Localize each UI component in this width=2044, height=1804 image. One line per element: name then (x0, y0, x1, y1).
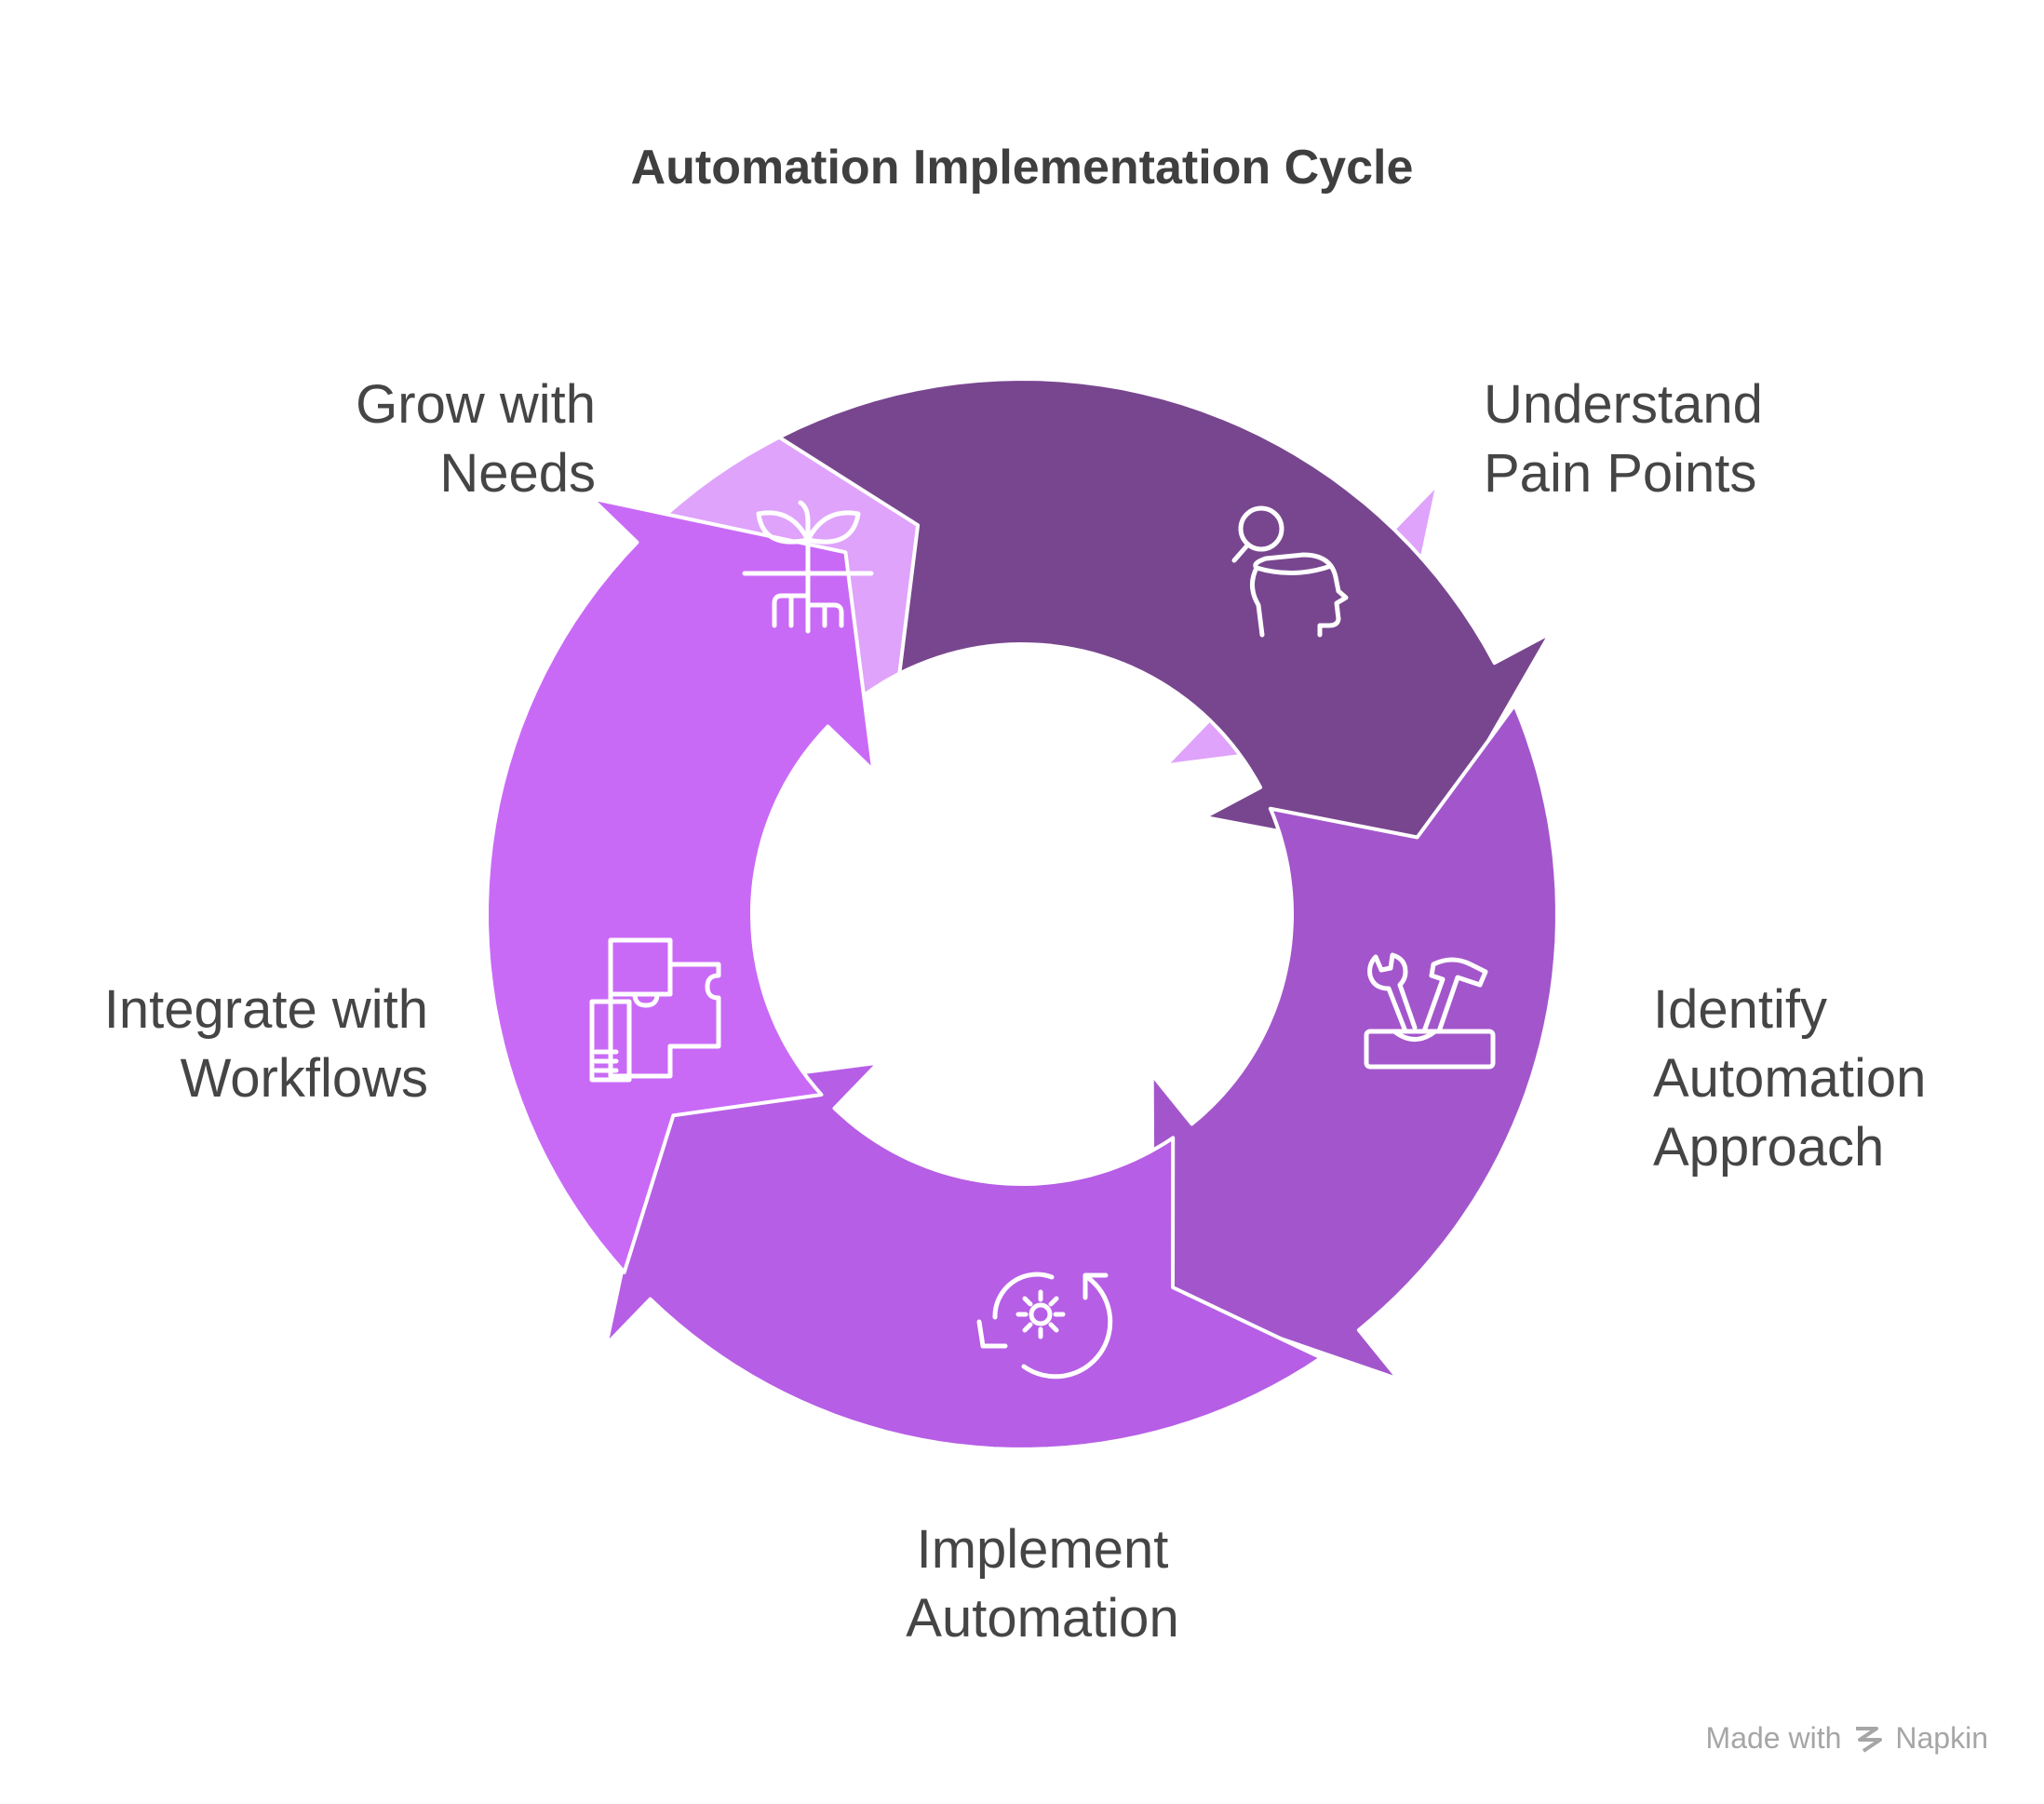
stage-label-integrate: Integrate with Workflows (56, 976, 428, 1113)
arrow-segment-identify (1150, 703, 1559, 1381)
stage-label-understand: Understand Pain Points (1484, 370, 1763, 508)
stage-label-line: Grow with (356, 374, 596, 435)
stage-label-identify: Identify Automation Approach (1653, 976, 1926, 1182)
stage-label-implement: Implement Automation (763, 1515, 1322, 1653)
stage-label-grow: Grow with Needs (279, 370, 596, 508)
stage-label-line: Identify (1653, 979, 1827, 1040)
puzzle-documents-icon (589, 937, 721, 1083)
sprout-roots-icon (742, 500, 874, 634)
footer-brand: Napkin (1895, 1721, 1988, 1755)
footer-prefix: Made with (1705, 1721, 1842, 1755)
toolbox-icon (1364, 952, 1496, 1070)
stage-label-line: Needs (439, 443, 596, 504)
arrow-segment-implement (604, 1060, 1324, 1451)
gear-cycle-icon (976, 1272, 1113, 1380)
stage-label-line: Integrate with (103, 979, 428, 1040)
napkin-logo-icon (1856, 1726, 1883, 1753)
stage-label-line: Automation (906, 1588, 1179, 1649)
stage-label-line: Pain Points (1484, 443, 1757, 504)
footer-credit[interactable]: Made with Napkin (1706, 1721, 1988, 1756)
stage-label-line: Approach (1653, 1117, 1885, 1178)
stage-label-line: Automation (1653, 1048, 1927, 1109)
stage-label-line: Implement (916, 1519, 1169, 1580)
stage-label-line: Understand (1484, 374, 1763, 435)
arrow-segment-integrate (485, 496, 876, 1274)
arrow-segment-understand (777, 377, 1553, 860)
diagram-title: Automation Implementation Cycle (630, 141, 1414, 195)
stage-label-line: Workflows (180, 1048, 428, 1109)
person-search-icon (1231, 505, 1349, 638)
